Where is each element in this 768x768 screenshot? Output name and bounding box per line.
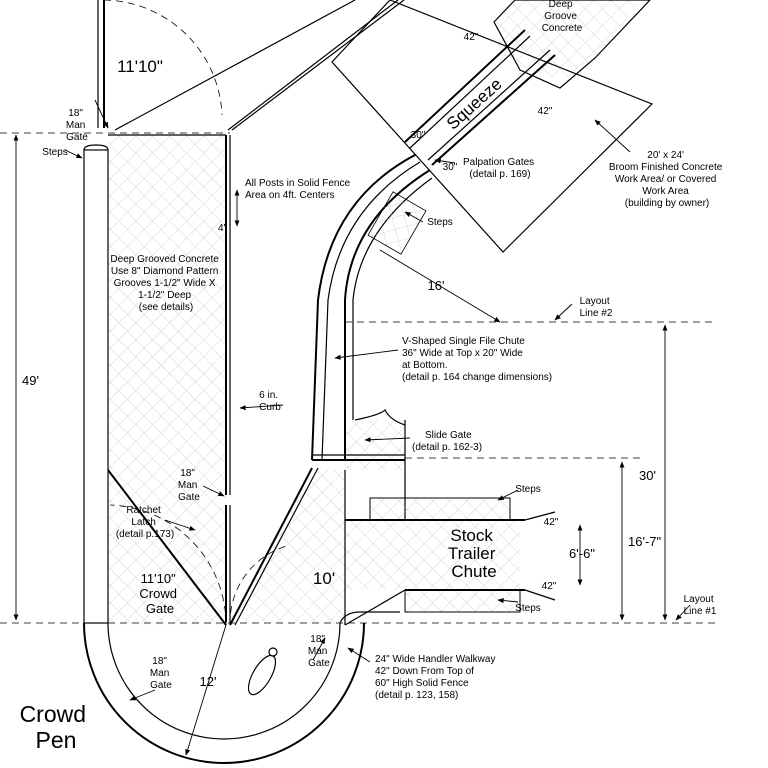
crowd-gate-label: 11'10" Crowd Gate: [139, 571, 180, 616]
man-gate-pen-left-label: 18" Man Gate: [150, 656, 172, 691]
curb-label: 6 in. Curb: [259, 390, 281, 413]
dim-11-10-top: 11'10": [117, 57, 163, 76]
dim-49: 49': [22, 373, 39, 388]
dim-42-top-left: 42": [464, 32, 479, 43]
radius-12-arrow: [185, 624, 227, 756]
dim-42-top-right: 42": [538, 106, 553, 117]
labels: Deep Groove Concrete Squeeze 20' x 24' B…: [20, 0, 725, 753]
steps-label-chute: Steps: [427, 217, 453, 228]
deep-groove-top-label: Deep Groove Concrete: [542, 0, 583, 34]
upper-left-fences: [97, 0, 405, 131]
stock-trailer-label: Stock Trailer Chute: [448, 526, 500, 581]
dim-42-trailer-bottom: 42": [542, 581, 557, 592]
dim-30-lower: 30": [443, 162, 458, 173]
palpation-gates-label: Palpation Gates (detail p. 169): [463, 157, 537, 180]
slide-gate-label: Slide Gate (detail p. 162-3): [412, 430, 482, 453]
dimension-labels: 11'10" 49' 30' 16' 16'-7" 6'-6" 10' 12' …: [22, 32, 662, 689]
steps-label-trailer-top: Steps: [515, 484, 541, 495]
alley-fences: [107, 467, 346, 626]
dim-16-line: [379, 249, 501, 323]
squeeze-chute: [404, 29, 556, 166]
ratchet-latch-label: Ratchet Latch (detail p.173): [116, 505, 174, 540]
dim-10: 10': [313, 569, 335, 588]
dim-6-6: 6'-6": [569, 546, 595, 561]
man-gate-pen-right-label: 18" Man Gate: [308, 634, 330, 669]
posts-label: All Posts in Solid Fence Area on 4ft. Ce…: [245, 178, 353, 201]
solid-fence-divider: [108, 134, 231, 622]
layout-line-2-label: Layout Line #2: [580, 296, 613, 319]
deep-groove-band: [493, 0, 651, 89]
work-area-label: 20' x 24' Broom Finished Concrete Work A…: [609, 150, 725, 209]
crowd-pen-label: Crowd Pen: [20, 701, 93, 753]
concrete-areas: [108, 0, 640, 625]
single-file-chute: [311, 154, 433, 520]
cow-icon: [247, 647, 278, 696]
dim-16: 16': [428, 278, 445, 293]
left-walkway: [83, 144, 109, 624]
walkway-label: 24" Wide Handler Walkway 42" Down From T…: [375, 654, 498, 701]
squeeze-label: Squeeze: [443, 74, 506, 133]
stock-trailer-chute-lines: [344, 497, 556, 626]
trailer-concrete: [345, 520, 520, 590]
man-gate-mid-label: 18" Man Gate: [178, 468, 200, 503]
steps-label-left: Steps: [42, 147, 68, 158]
crowd-pen-walls: [83, 611, 400, 764]
leader-arrows: [64, 99, 691, 701]
main-holding-concrete: [108, 135, 226, 625]
squeeze-top-concrete: [495, 0, 640, 80]
dim-42-trailer-top: 42": [544, 517, 559, 528]
dim-4: 4': [218, 223, 226, 234]
dim-12: 12': [200, 674, 217, 689]
alley-concrete: [230, 470, 345, 625]
man-gate-top-label: 18" Man Gate: [66, 108, 88, 143]
layout-line-1-label: Layout Line #1: [684, 594, 717, 617]
v-chute-label: V-Shaped Single File Chute 36" Wide at T…: [402, 336, 552, 383]
slide-gate-concrete: [345, 420, 405, 470]
chute-steps: [367, 191, 427, 255]
dim-30: 30': [639, 468, 656, 483]
dim-30-upper: 30": [411, 130, 426, 141]
dim-16-7: 16'-7": [628, 534, 662, 549]
dimension-lines: [13, 134, 668, 621]
deep-grooved-label: Deep Grooved Concrete Use 8" Diamond Pat…: [110, 254, 221, 313]
steps-label-trailer-bottom: Steps: [515, 603, 541, 614]
